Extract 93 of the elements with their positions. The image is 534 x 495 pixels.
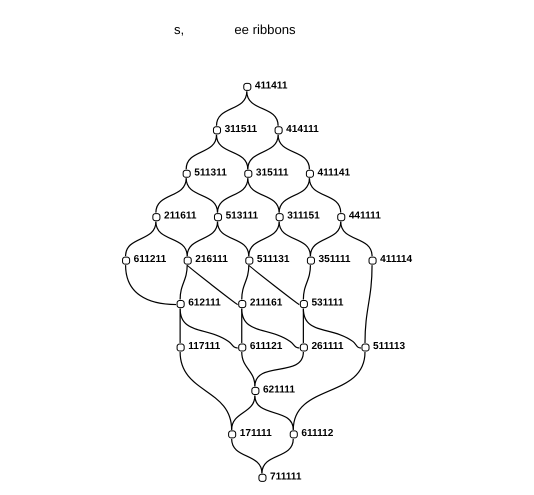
connector bbox=[302, 265, 312, 300]
connector bbox=[186, 178, 218, 213]
node-circle bbox=[258, 474, 266, 482]
connector bbox=[278, 222, 312, 256]
connector bbox=[247, 178, 280, 213]
connector bbox=[254, 352, 304, 386]
node-circle bbox=[212, 126, 222, 134]
node-circle bbox=[238, 300, 246, 308]
connector bbox=[278, 178, 310, 213]
node-circle bbox=[184, 256, 192, 265]
node-circle bbox=[306, 170, 314, 178]
node-circle bbox=[274, 126, 283, 134]
node-label: 612111 bbox=[188, 298, 221, 309]
connector bbox=[231, 438, 263, 474]
connector bbox=[124, 222, 156, 256]
connector bbox=[241, 308, 300, 349]
node-circle bbox=[238, 343, 246, 352]
node-circle bbox=[228, 430, 236, 438]
node-label: 261111 bbox=[311, 341, 344, 352]
node-label: 711111 bbox=[270, 471, 302, 482]
connector bbox=[246, 91, 279, 126]
node-circle bbox=[245, 256, 254, 265]
connector bbox=[124, 265, 176, 306]
connector bbox=[180, 308, 238, 349]
label: s, bbox=[174, 22, 184, 37]
node-label: 171111 bbox=[240, 428, 272, 439]
connector bbox=[186, 222, 218, 256]
node-label: 411114 bbox=[380, 254, 412, 266]
connector bbox=[302, 308, 362, 349]
node-label: 211161 bbox=[250, 298, 282, 309]
node-circle bbox=[214, 213, 222, 222]
connector bbox=[241, 352, 256, 386]
node-label: 611112 bbox=[301, 428, 334, 439]
connector bbox=[180, 265, 188, 300]
node-label: 315111 bbox=[256, 167, 288, 178]
node-circle bbox=[176, 300, 185, 308]
label: ee ribbons bbox=[234, 22, 296, 37]
connector bbox=[186, 264, 238, 306]
connector bbox=[278, 134, 310, 170]
connector bbox=[364, 265, 373, 343]
connector bbox=[155, 222, 188, 256]
node-circle bbox=[122, 256, 130, 265]
node-circle bbox=[244, 170, 252, 178]
node-circle bbox=[176, 343, 185, 352]
connector bbox=[261, 438, 294, 474]
node-label: 621111 bbox=[262, 384, 295, 396]
node-label: 611211 bbox=[134, 254, 166, 266]
node-circle bbox=[361, 343, 370, 352]
node-label: 211611 bbox=[164, 210, 197, 222]
connector bbox=[340, 222, 373, 256]
node-label: 117111 bbox=[188, 341, 220, 352]
node-circle bbox=[337, 213, 346, 222]
node-circle bbox=[300, 300, 308, 308]
connector bbox=[216, 178, 248, 213]
node-circle bbox=[251, 386, 260, 395]
connector bbox=[241, 265, 250, 300]
node-label: 511131 bbox=[256, 254, 290, 266]
node-circle bbox=[152, 213, 160, 222]
connector bbox=[216, 91, 248, 126]
connector bbox=[216, 134, 248, 170]
node-label: 511113 bbox=[373, 341, 406, 352]
node-circle bbox=[368, 256, 377, 265]
node-label: 411411 bbox=[254, 80, 288, 92]
node-label: 311151 bbox=[287, 210, 320, 222]
node-label: 351111 bbox=[318, 254, 351, 266]
connector bbox=[248, 222, 280, 256]
node-label: 311511 bbox=[224, 124, 258, 135]
connector bbox=[231, 395, 256, 430]
connector bbox=[241, 308, 242, 343]
node-label: 414111 bbox=[286, 124, 319, 135]
connector bbox=[248, 264, 300, 306]
node-circle bbox=[182, 170, 191, 178]
node-circle bbox=[306, 256, 315, 265]
node-label: 216111 bbox=[195, 254, 228, 266]
connector bbox=[254, 395, 294, 430]
node-label: 531111 bbox=[311, 298, 344, 309]
connector bbox=[292, 352, 366, 430]
node-circle bbox=[290, 430, 298, 438]
node-label: 513111 bbox=[226, 210, 258, 222]
connector bbox=[186, 134, 218, 170]
connector bbox=[155, 178, 187, 213]
connector bbox=[310, 222, 342, 256]
connector bbox=[216, 222, 250, 256]
node-label: 441111 bbox=[348, 210, 381, 222]
node-circle bbox=[276, 213, 284, 222]
node-label: 611121 bbox=[250, 341, 282, 352]
node-label: 511311 bbox=[194, 167, 227, 178]
node-circle bbox=[243, 82, 252, 91]
connector bbox=[308, 178, 342, 213]
node-label: 411141 bbox=[318, 167, 350, 178]
connector bbox=[180, 352, 232, 430]
node-circle bbox=[300, 343, 308, 352]
connector bbox=[247, 134, 279, 170]
